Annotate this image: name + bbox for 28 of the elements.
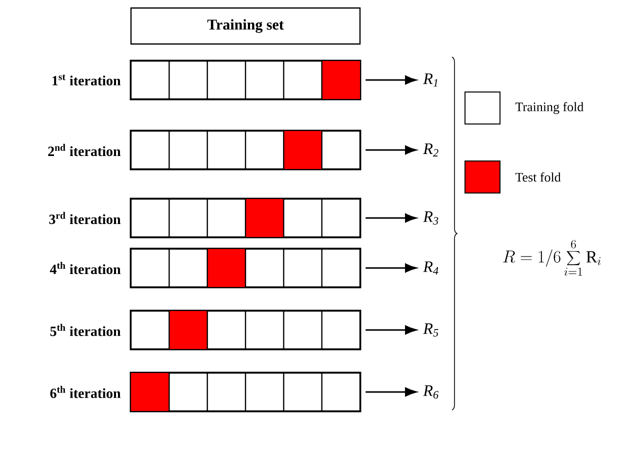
fold-bar [130, 372, 362, 412]
result-label: R$_{5}$ [423, 323, 438, 337]
result-label: R$_{6}$ [423, 385, 439, 399]
fold-bar [130, 130, 362, 170]
iteration-label: 5$^{th}$ iteration [50, 324, 121, 336]
arrow [366, 387, 417, 396]
legend-label: Test fold [515, 172, 561, 182]
result-label: R$_{4}$ [423, 261, 438, 275]
iteration-label: 1$^{st}$ iteration [52, 74, 121, 86]
arrow [366, 145, 417, 154]
iteration-label: 3$^{rd}$ iteration [49, 212, 121, 224]
iteration-label: 2$^{nd}$ iteration [48, 144, 121, 156]
iteration-label: 4$^{th}$ iteration [50, 262, 121, 274]
result-label: R$_{2}$ [423, 143, 438, 157]
legend-label: Training fold [515, 102, 584, 114]
fold-bar [130, 198, 362, 238]
iteration-label: 6$^{th}$ iteration [50, 386, 121, 398]
header-box: Training set [130, 7, 361, 45]
fold-bar [130, 310, 362, 350]
arrow [366, 325, 417, 334]
arrow [366, 263, 417, 272]
fold-bar [130, 248, 362, 288]
formula: $R=1/6\sum_{i=1}^{6}\mathrm{R}_{i}$ [503, 240, 601, 276]
result-label: R$_{1}$ [423, 73, 438, 87]
fold-bar [130, 60, 362, 100]
arrow [366, 213, 417, 222]
result-label: R$_{3}$ [423, 211, 438, 225]
arrow [366, 76, 417, 84]
